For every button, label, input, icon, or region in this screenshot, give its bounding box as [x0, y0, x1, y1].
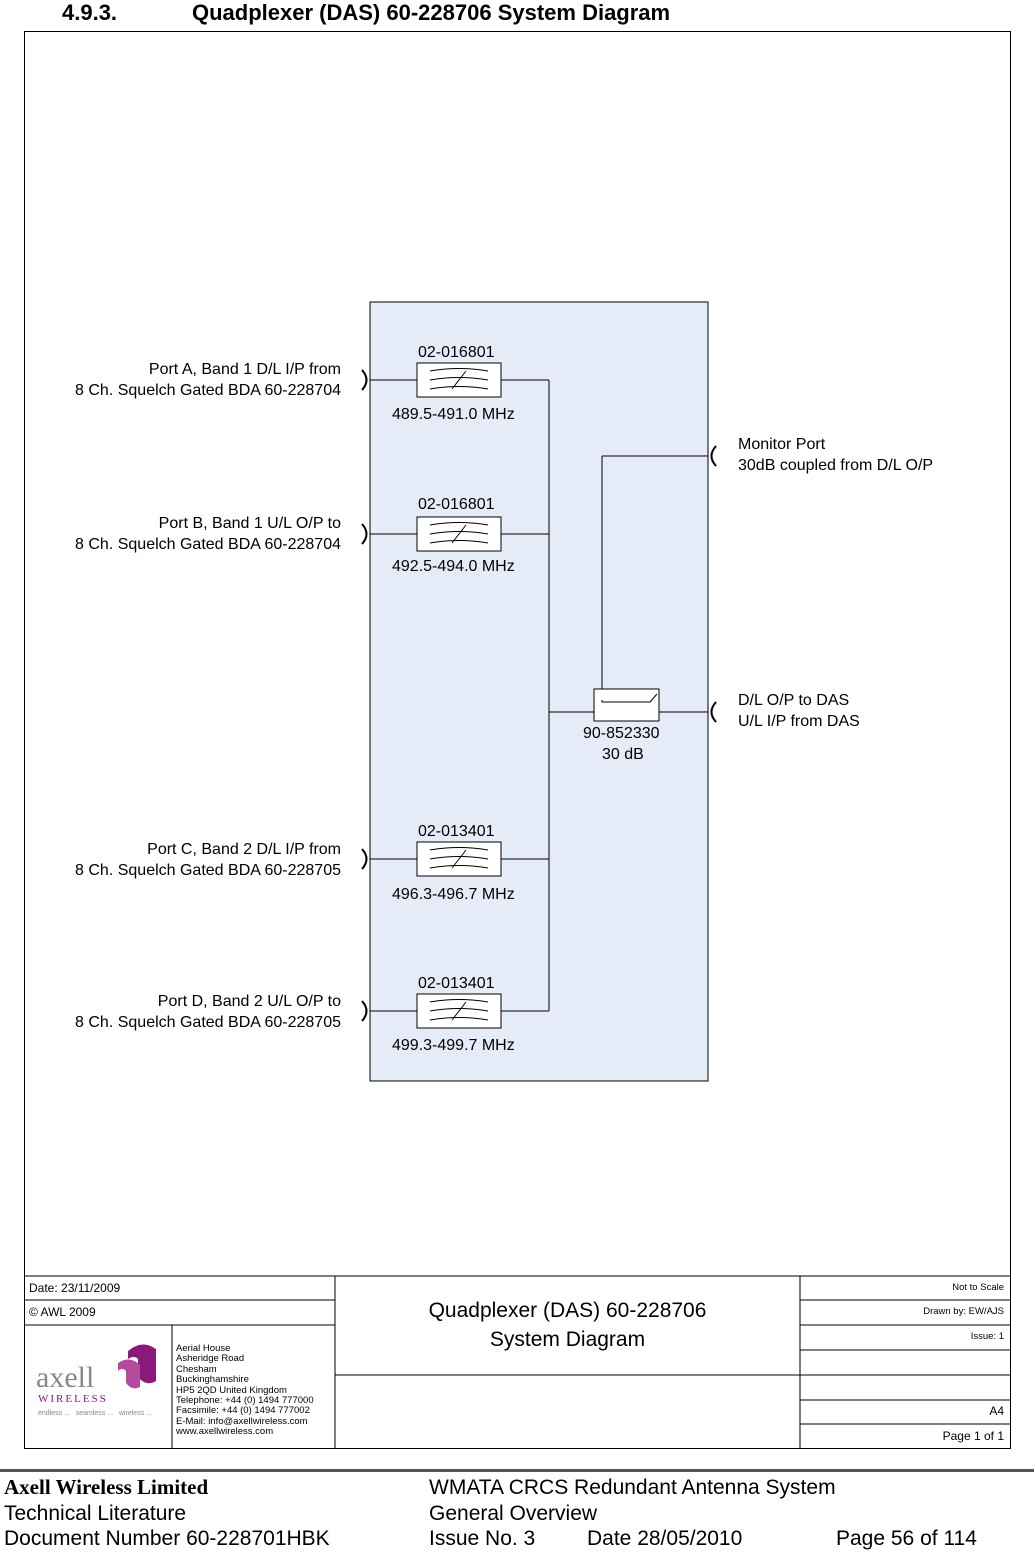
title-block-grid [24, 1275, 1011, 1449]
logo-tagline: endless ... seamless ... wireless ... [38, 1410, 152, 1417]
port-d-connector [361, 1000, 368, 1022]
port-b-connector [361, 523, 368, 545]
directional-coupler [593, 688, 660, 722]
filter-4-freq: 499.3-499.7 MHz [392, 1037, 515, 1054]
address-line: E-Mail: info@axellwireless.com [176, 1415, 308, 1427]
das-port-line2: U/L I/P from DAS [738, 713, 860, 730]
address-line: www.axellwireless.com [176, 1426, 274, 1438]
footer-date: Date 28/05/2010 [587, 1527, 743, 1550]
port-a-connector [361, 369, 368, 391]
section-title: Quadplexer (DAS) 60-228706 System Diagra… [192, 0, 671, 25]
address-line: Aerial House [176, 1343, 231, 1354]
axell-logo-mark [118, 1344, 156, 1389]
filter-2 [416, 516, 502, 552]
wiring [370, 379, 708, 1012]
tb-title-line2: System Diagram [489, 1328, 646, 1351]
left-port-connectors [361, 369, 368, 1022]
port-a-line1: Port A, Band 1 D/L I/P from [148, 361, 341, 378]
tb-issue: Issue: 1 [970, 1331, 1004, 1342]
port-c-line1: Port C, Band 2 D/L I/P from [147, 841, 341, 858]
tb-date: Date: 23/11/2009 [29, 1281, 121, 1295]
footer-rule [0, 1469, 1034, 1472]
footer-issue: Issue No. 3 [429, 1527, 536, 1550]
port-c-connector [361, 848, 368, 870]
logo-wordmark: axell [36, 1361, 95, 1394]
filter-1 [416, 362, 502, 398]
filter-4 [416, 993, 502, 1029]
filter-2-freq: 492.5-494.0 MHz [392, 558, 515, 575]
tb-page: Page 1 of 1 [942, 1429, 1004, 1443]
monitor-port-connector [710, 445, 717, 467]
address-line: Facsimile: +44 (0) 1494 777002 [176, 1405, 310, 1417]
filter-1-part: 02-016801 [418, 344, 495, 361]
coupler-value: 30 dB [602, 746, 644, 763]
address-line: Telephone: +44 (0) 1494 777000 [176, 1395, 314, 1407]
port-b-label: Port B, Band 1 U/L O/P to 8 Ch. Squelch … [75, 513, 341, 555]
port-a-line2: 8 Ch. Squelch Gated BDA 60-228704 [75, 382, 341, 399]
port-d-line1: Port D, Band 2 U/L O/P to [157, 993, 341, 1010]
system-diagram [361, 301, 717, 1082]
das-port-connector [710, 701, 717, 723]
monitor-port-line2: 30dB coupled from D/L O/P [738, 457, 934, 474]
section-number: 4.9.3. [62, 0, 118, 25]
filter-1-freq: 489.5-491.0 MHz [392, 406, 515, 423]
port-b-line1: Port B, Band 1 U/L O/P to [158, 515, 341, 532]
port-d-line2: 8 Ch. Squelch Gated BDA 60-228705 [75, 1014, 341, 1031]
footer-company: Axell Wireless Limited [4, 1475, 209, 1499]
footer-system: WMATA CRCS Redundant Antenna System [429, 1476, 836, 1499]
monitor-port-line1: Monitor Port [738, 436, 826, 453]
section-heading: 4.9.3. Quadplexer (DAS) 60-228706 System … [62, 0, 670, 26]
port-a-label: Port A, Band 1 D/L I/P from 8 Ch. Squelc… [75, 359, 341, 401]
filter-2-part: 02-016801 [418, 496, 495, 513]
filter-3-freq: 496.3-496.7 MHz [392, 886, 515, 903]
port-d-label: Port D, Band 2 U/L O/P to 8 Ch. Squelch … [75, 991, 341, 1033]
right-port-connectors [710, 445, 717, 723]
company-address: Aerial House Asheridge Road Chesham Buck… [176, 1343, 314, 1438]
tb-scale: Not to Scale [952, 1282, 1004, 1293]
monitor-port-label: Monitor Port 30dB coupled from D/L O/P [738, 434, 933, 476]
address-line: HP5 2QD United Kingdom [176, 1384, 287, 1396]
port-c-label: Port C, Band 2 D/L I/P from 8 Ch. Squelc… [75, 839, 341, 881]
drawing-frame [24, 31, 1011, 1449]
filter-3-part: 02-013401 [418, 823, 495, 840]
tb-copyright: © AWL 2009 [29, 1305, 96, 1319]
tb-drawn-by: Drawn by: EW/AJS [923, 1306, 1004, 1317]
address-line: Buckinghamshire [176, 1374, 249, 1386]
footer-page: Page 56 of 114 [836, 1527, 977, 1550]
axell-logo: axell WIRELESS endless ... seamless ... … [24, 1325, 172, 1449]
das-port-label: D/L O/P to DAS U/L I/P from DAS [738, 690, 860, 732]
port-b-line2: 8 Ch. Squelch Gated BDA 60-228704 [75, 536, 341, 553]
logo-sub: WIRELESS [38, 1393, 108, 1405]
coupler-part: 90-852330 [583, 725, 660, 742]
address-line: Chesham [176, 1363, 217, 1375]
das-port-line1: D/L O/P to DAS [738, 692, 850, 709]
tb-title-line1: Quadplexer (DAS) 60-228706 [428, 1299, 707, 1322]
footer-overview: General Overview [429, 1502, 598, 1525]
tb-title: Quadplexer (DAS) 60-228706 System Diagra… [335, 1296, 800, 1354]
port-c-line2: 8 Ch. Squelch Gated BDA 60-228705 [75, 862, 341, 879]
filter-3 [416, 841, 502, 877]
tb-paper-size: A4 [989, 1404, 1004, 1418]
filter-4-part: 02-013401 [418, 975, 495, 992]
footer-literature: Technical Literature [4, 1502, 187, 1525]
address-line: Asheridge Road [176, 1353, 245, 1365]
footer-doc-number: Document Number 60-228701HBK [4, 1527, 330, 1550]
